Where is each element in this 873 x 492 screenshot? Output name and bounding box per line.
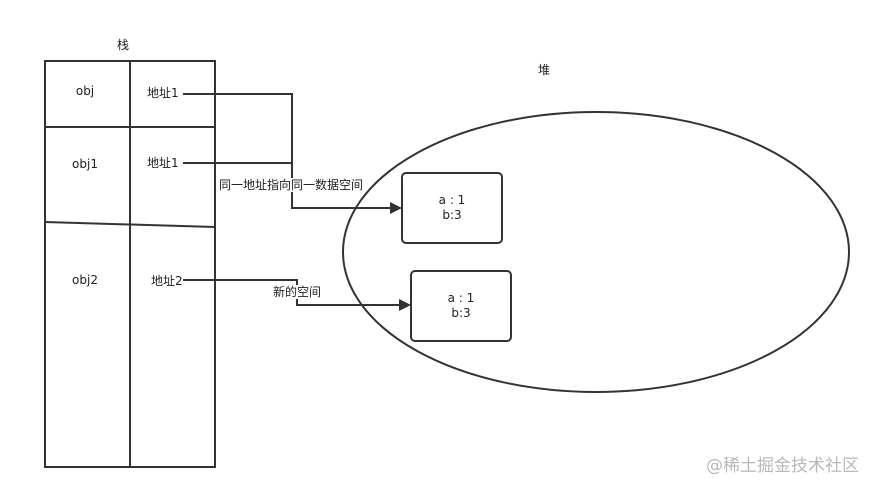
stack-address-obj2: 地址2 bbox=[151, 274, 183, 288]
heap-box-2 bbox=[410, 270, 512, 342]
stack-row-divider-2 bbox=[44, 221, 216, 228]
stack-table bbox=[44, 60, 216, 468]
same-space-label: 同一地址指向同一数据空间 bbox=[217, 178, 365, 192]
stack-var-obj1: obj1 bbox=[72, 157, 98, 171]
heap-box-2-line-2: b:3 bbox=[451, 306, 471, 320]
heap-ellipse bbox=[342, 111, 850, 393]
heap-title: 堆 bbox=[537, 63, 551, 77]
heap-box-1-content: a : 1 b:3 bbox=[402, 193, 502, 223]
watermark: @稀土掘金技术社区 bbox=[706, 456, 859, 476]
stack-var-obj2: obj2 bbox=[72, 273, 98, 287]
stack-title: 栈 bbox=[116, 38, 130, 52]
heap-box-1-line-1: a : 1 bbox=[438, 193, 466, 207]
stack-var-obj: obj bbox=[75, 84, 95, 98]
stack-address-obj: 地址1 bbox=[147, 86, 179, 100]
heap-box-1-line-2: b:3 bbox=[442, 208, 462, 222]
heap-box-2-line-1: a : 1 bbox=[447, 291, 475, 305]
new-space-label: 新的空间 bbox=[271, 285, 323, 299]
arrowhead-same-space bbox=[390, 202, 402, 214]
connector-obj bbox=[183, 93, 392, 209]
arrowhead-new-space bbox=[399, 299, 411, 311]
stack-address-obj1: 地址1 bbox=[147, 156, 179, 170]
heap-box-2-content: a : 1 b:3 bbox=[411, 291, 511, 321]
